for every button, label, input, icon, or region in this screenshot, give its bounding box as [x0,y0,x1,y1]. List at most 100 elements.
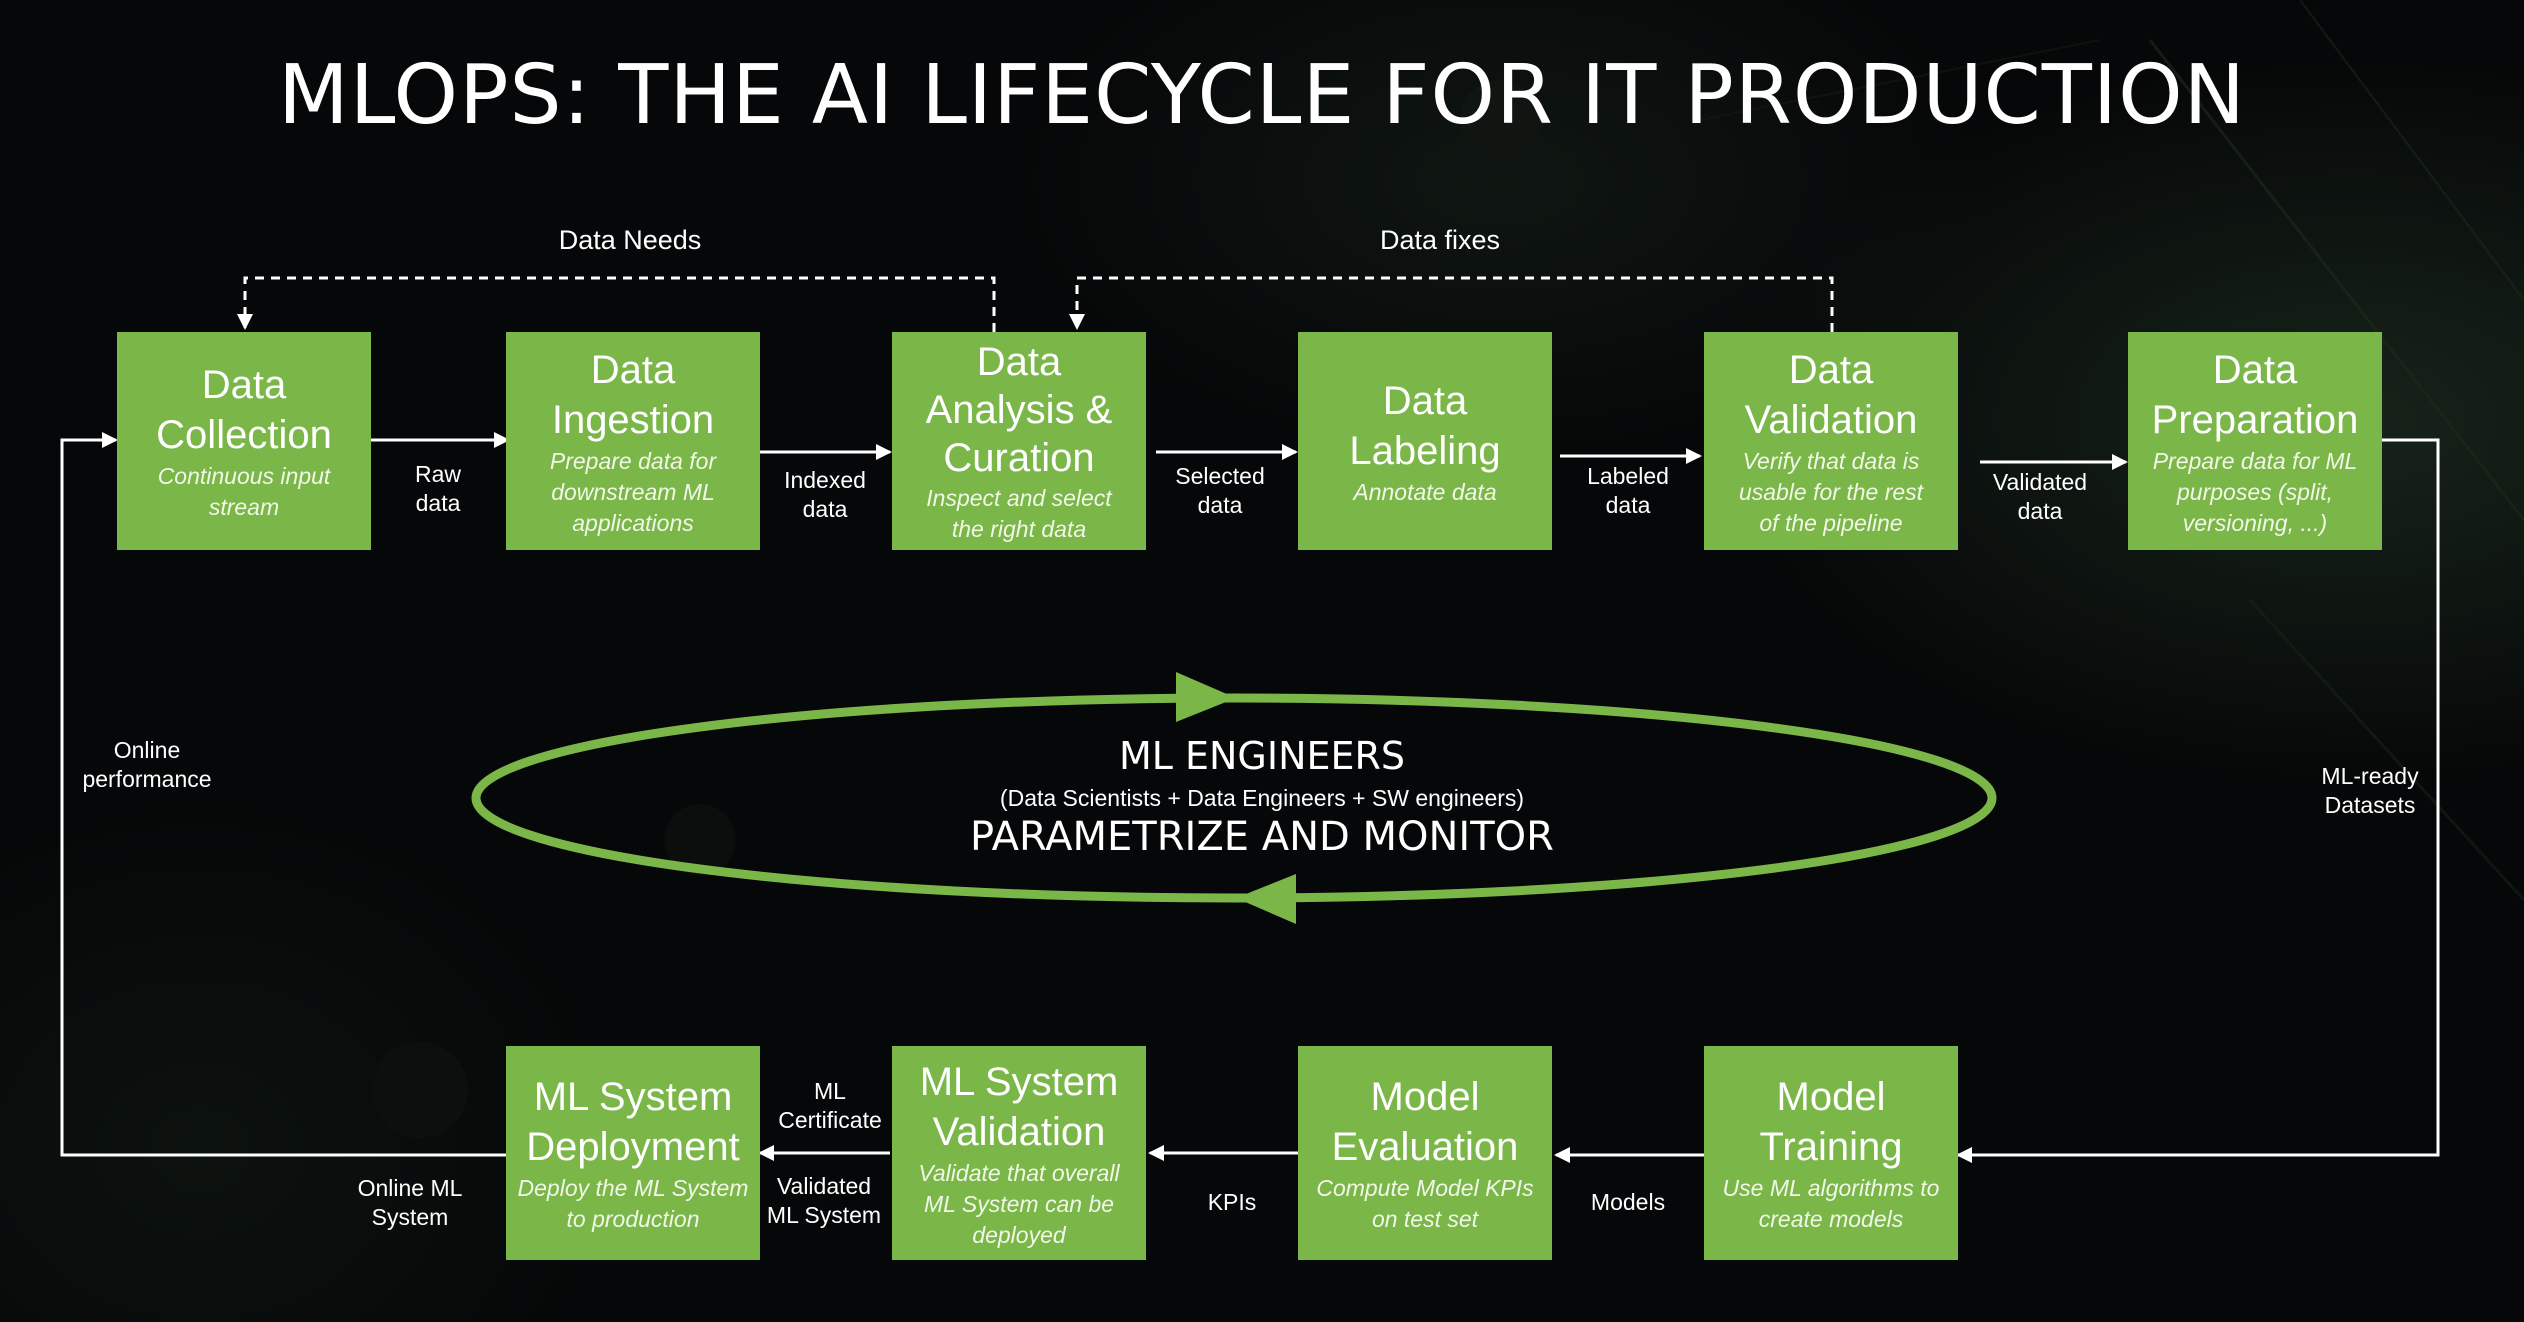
arrow-ml-ready [1956,438,2440,1163]
step-description: Continuous input [157,463,331,489]
step-title: ML System [919,1059,1119,1104]
step-title: Labeling [1349,428,1501,473]
step-ml-system-deployment: ML System Deployment Deploy the ML Syste… [506,1046,760,1260]
step-title: Ingestion [551,397,715,442]
label-validated-data: Validated data [1980,468,2100,526]
step-data-analysis-curation: Data Analysis & Curation Inspect and sel… [892,332,1146,550]
label-ml-certificate: ML Certificate [766,1077,894,1135]
step-description: on test set [1371,1206,1479,1232]
step-title: Data [976,340,1062,384]
label-online-ml-system: Online ML System [350,1174,470,1232]
step-title: Collection [156,413,332,457]
label-line: ML-ready [2321,763,2419,789]
step-title: Validation [1744,397,1918,442]
step-title: Training [1759,1125,1903,1169]
label-line: Validated [1992,469,2088,495]
label-data-fixes: Data fixes [1379,225,1501,255]
label-line: Models [1590,1189,1666,1215]
cycle-arrowhead-bottom [1236,874,1296,924]
label-kpis: KPIs [1172,1188,1292,1217]
step-description: Prepare data for [549,447,717,474]
step-title: Preparation [2151,397,2359,442]
label-line: Selected [1175,463,1265,489]
step-title: ML System [533,1075,733,1119]
step-description: Annotate data [1353,478,1497,505]
label-line: Datasets [2324,792,2416,818]
label-line: performance [82,766,212,792]
cycle-arrowhead-top [1176,672,1236,722]
step-description: ML System can be [923,1190,1115,1217]
step-title: Deployment [526,1125,740,1169]
label-ml-ready-datasets: ML-ready Datasets [2310,762,2430,820]
label-indexed-data: Indexed data [765,466,885,524]
label-line: Raw [414,461,461,487]
label-line: data [1197,492,1243,518]
step-title: Model [1776,1075,1886,1119]
center-action: PARAMETRIZE AND MONITOR [970,814,1554,860]
step-model-evaluation: Model Evaluation Compute Model KPIs on t… [1298,1046,1552,1260]
step-title: Curation [943,436,1095,480]
label-selected-data: Selected data [1160,462,1280,520]
step-model-training: Model Training Use ML algorithms to crea… [1704,1046,1958,1260]
step-data-preparation: Data Preparation Prepare data for ML pur… [2128,332,2382,550]
step-description: Validate that overall [918,1159,1120,1186]
step-description: Deploy the ML System [517,1175,749,1201]
page-title: MLOPS: THE AI LIFECYCLE FOR IT PRODUCTIO… [278,48,2246,143]
step-data-validation: Data Validation Verify that data is usab… [1704,332,1958,550]
label-line: Validated [776,1173,872,1199]
step-title: Validation [932,1109,1106,1154]
step-description: versioning, ...) [2182,509,2328,536]
feedback-data-fixes [1069,276,1834,332]
step-title: Data [201,363,287,407]
step-description: applications [572,509,694,536]
label-line: data [2017,498,2063,524]
label-labeled-data: Labeled data [1568,462,1688,520]
step-title: Model [1370,1075,1480,1119]
label-validated-ml-system: Validated ML System [762,1172,886,1230]
step-description: create models [1758,1206,1904,1232]
step-title: Data [1382,378,1468,423]
label-line: data [415,490,461,516]
label-online-performance: Online performance [72,736,222,794]
step-description: to production [566,1206,700,1232]
step-description: Compute Model KPIs [1316,1175,1534,1201]
step-description: purposes (split, [2177,478,2333,505]
label-raw-data: Raw data [388,460,488,518]
step-description: stream [208,494,280,520]
step-data-labeling: Data Labeling Annotate data [1298,332,1552,550]
feedback-data-needs [237,276,996,332]
step-description: deployed [972,1221,1066,1248]
step-title: Evaluation [1331,1125,1519,1169]
step-description: Verify that data is [1742,447,1920,474]
arrow-online-performance [60,432,506,1157]
center-heading: ML ENGINEERS [1118,734,1406,778]
label-line: Certificate [778,1107,882,1133]
label-line: Online [113,737,181,763]
label-line: Online ML [357,1175,463,1201]
step-data-ingestion: Data Ingestion Prepare data for downstre… [506,332,760,550]
center-subheading: (Data Scientists + Data Engineers + SW e… [999,785,1525,811]
step-description: downstream ML [551,478,715,505]
label-line: ML [814,1078,846,1104]
label-line: data [802,496,848,522]
step-title: Data [2212,347,2298,392]
label-line: Labeled [1587,463,1669,489]
step-ml-system-validation: ML System Validation Validate that overa… [892,1046,1146,1260]
step-description: Inspect and select [926,485,1112,511]
step-description: Prepare data for ML [2152,447,2358,474]
step-description: the right data [951,516,1087,542]
label-line: System [371,1204,449,1230]
step-data-collection: Data Collection Continuous input stream [117,332,371,550]
step-description: of the pipeline [1759,509,1903,536]
label-line: data [1605,492,1651,518]
label-data-needs: Data Needs [558,225,702,255]
step-title: Analysis & [925,388,1113,432]
step-title: Data [590,347,676,392]
step-description: usable for the rest [1738,478,1924,505]
step-title: Data [1788,347,1874,392]
label-line: Indexed [784,467,866,493]
label-models: Models [1568,1188,1688,1217]
